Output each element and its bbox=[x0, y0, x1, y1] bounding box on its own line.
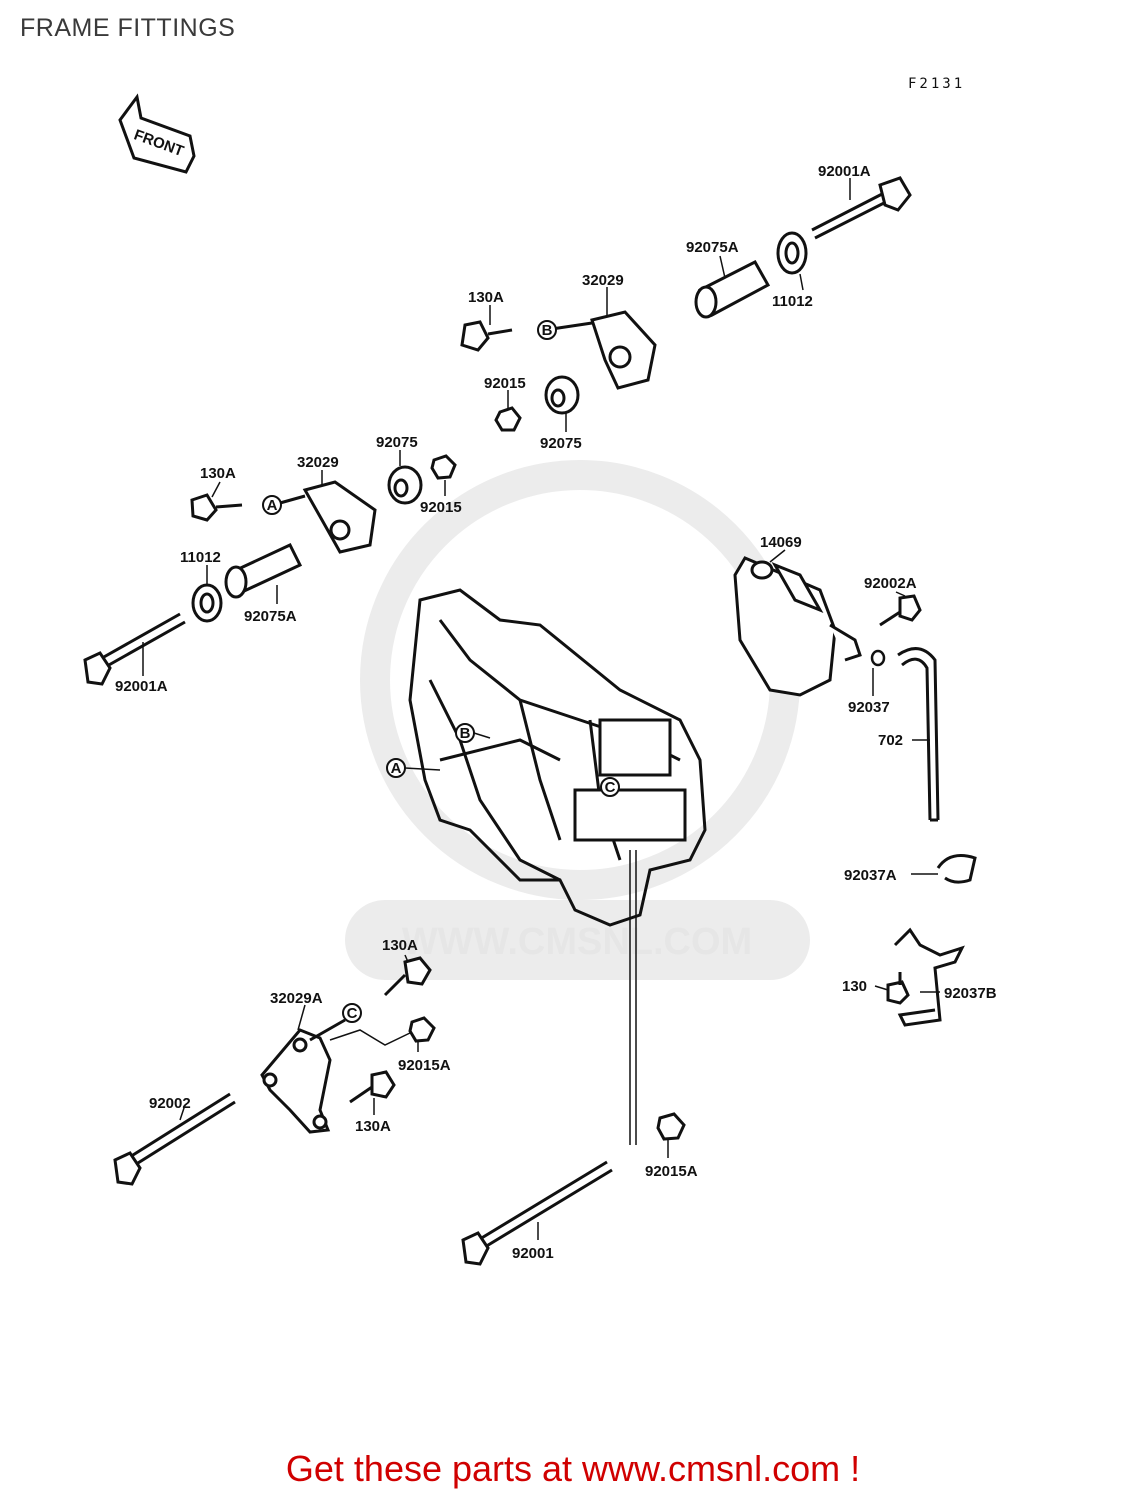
part-label: 92002 bbox=[149, 1095, 191, 1112]
bracket-32029-top bbox=[590, 310, 657, 390]
part-label: 130A bbox=[468, 289, 504, 306]
bolt-92001 bbox=[461, 1160, 613, 1266]
bracket-32029A bbox=[260, 1028, 332, 1134]
part-label: 130 bbox=[842, 978, 867, 995]
part-label: 32029 bbox=[297, 454, 339, 471]
bushing-92075-mid bbox=[387, 465, 423, 505]
part-label: 92075 bbox=[376, 434, 418, 451]
watermark-text: WWW.CMSNL.COM bbox=[402, 921, 752, 963]
nut-92015-top bbox=[494, 406, 522, 432]
bracket-32029-mid bbox=[302, 480, 377, 554]
bushing-92075A-top bbox=[694, 260, 771, 319]
part-label: 92037 bbox=[848, 699, 890, 716]
svg-text:C: C bbox=[347, 1005, 358, 1022]
part-label: 92001 bbox=[512, 1245, 554, 1262]
callout-b-frame: B bbox=[455, 723, 475, 743]
svg-text:A: A bbox=[391, 760, 402, 777]
frame-body bbox=[408, 588, 707, 927]
part-label: 92015A bbox=[645, 1163, 698, 1180]
clamp-92037 bbox=[870, 649, 886, 667]
bolt-92002 bbox=[113, 1092, 236, 1186]
part-label: 92002A bbox=[864, 575, 917, 592]
part-label: 92015 bbox=[484, 375, 526, 392]
bolt-130A-top bbox=[460, 320, 593, 352]
callout-b-top: B bbox=[537, 320, 557, 340]
collar-11012-top bbox=[776, 231, 808, 275]
part-label: 11012 bbox=[180, 549, 221, 566]
frame-leader-lines bbox=[404, 732, 637, 1145]
nut-92015-mid bbox=[430, 454, 457, 480]
page-title: FRAME FITTINGS bbox=[20, 14, 236, 42]
bolt-130 bbox=[886, 972, 910, 1005]
callout-c-low: C bbox=[342, 1003, 362, 1023]
part-label: 92015 bbox=[420, 499, 462, 516]
bolt-130A-bot bbox=[349, 1070, 396, 1104]
label-leader-lines bbox=[142, 178, 940, 1240]
tank-14069 bbox=[733, 556, 862, 697]
part-label: 92075A bbox=[244, 608, 297, 625]
bolt-130A-low bbox=[309, 956, 432, 1042]
part-label: 14069 bbox=[760, 534, 802, 551]
callout-c-frame: C bbox=[600, 777, 620, 797]
front-arrow-icon: FRONT bbox=[118, 93, 196, 174]
svg-text:B: B bbox=[460, 725, 471, 742]
part-label: 32029A bbox=[270, 990, 323, 1007]
nut-92015A-bot bbox=[656, 1112, 686, 1141]
hose-702 bbox=[897, 647, 940, 822]
callout-a-frame: A bbox=[386, 758, 406, 778]
part-label: 92075 bbox=[540, 435, 582, 452]
svg-text:B: B bbox=[542, 322, 553, 339]
footer-link[interactable]: Get these parts at www.cmsnl.com ! bbox=[285, 1448, 861, 1489]
part-label: 92015A bbox=[398, 1057, 451, 1074]
part-label: 92037A bbox=[844, 867, 897, 884]
part-label: 92001A bbox=[818, 163, 871, 180]
part-label: 11012 bbox=[772, 293, 813, 310]
callout-a-mid: A bbox=[262, 495, 282, 515]
collar-11012-mid bbox=[191, 583, 223, 623]
part-label: 32029 bbox=[582, 272, 624, 289]
clamp-92037B bbox=[893, 927, 965, 1027]
diagram-code: F2131 bbox=[908, 76, 965, 92]
nut-92015A-low bbox=[329, 1016, 436, 1046]
bolt-92001A-top bbox=[811, 176, 912, 240]
part-label: 130A bbox=[382, 937, 418, 954]
part-label: 702 bbox=[878, 732, 903, 749]
part-label: 130A bbox=[355, 1118, 391, 1135]
bolt-92002A bbox=[879, 594, 922, 627]
part-label: 92037B bbox=[944, 985, 997, 1002]
clamp-92037A bbox=[936, 854, 977, 884]
part-label: 92001A bbox=[115, 678, 168, 695]
bolt-130A-mid bbox=[190, 493, 306, 522]
part-labels: 92001A 92075A 11012 32029 130A 92015 920… bbox=[115, 163, 997, 1262]
part-label: 92075A bbox=[686, 239, 739, 256]
svg-text:C: C bbox=[605, 779, 616, 796]
bushing-92075A-mid bbox=[224, 543, 303, 599]
svg-text:A: A bbox=[267, 497, 278, 514]
bolt-92001A-mid bbox=[83, 612, 186, 686]
bushing-92075-top bbox=[544, 375, 580, 415]
part-label: 130A bbox=[200, 465, 236, 482]
